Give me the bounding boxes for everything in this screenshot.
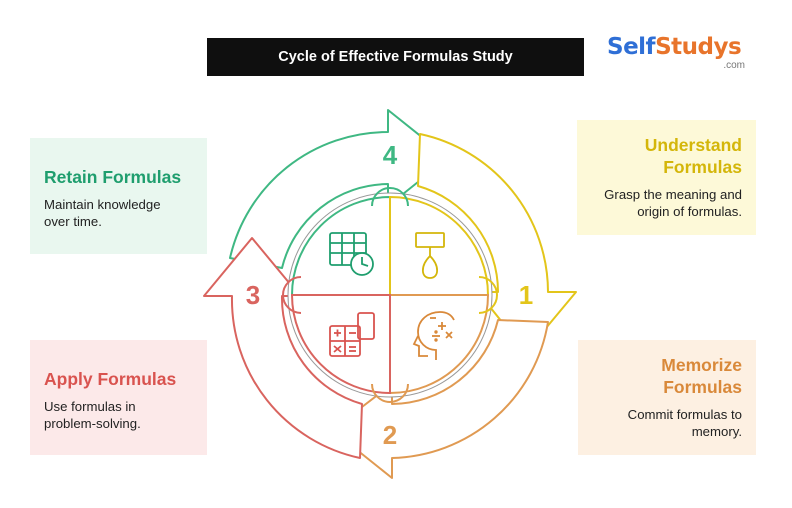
notch-top — [371, 187, 409, 207]
calculator-icon — [329, 312, 375, 357]
notch-left — [282, 276, 302, 314]
apply-text-line1: Use formulas in — [44, 399, 136, 414]
step-number-2: 2 — [383, 420, 397, 450]
selfstudys-logo: SelfStudys .com — [607, 33, 747, 77]
logo-domain-text: .com — [723, 60, 745, 71]
step-number-1: 1 — [519, 280, 533, 310]
step-number-3: 3 — [246, 280, 260, 310]
retain-text-line1: Maintain knowledge — [44, 197, 161, 212]
apply-formulas-card: Apply Formulas Use formulas in problem-s… — [30, 340, 207, 455]
arrow-step-1 — [417, 133, 577, 353]
spreadsheet-clock-icon — [329, 232, 374, 276]
understand-title-line2: Formulas — [663, 157, 742, 177]
retain-formulas-card: Retain Formulas Maintain knowledge over … — [30, 138, 207, 254]
page-title: Cycle of Effective Formulas Study — [207, 38, 584, 76]
memorize-title: Memorize Formulas — [592, 354, 742, 398]
quadrant-apply — [290, 294, 391, 395]
quadrant-understand — [389, 195, 490, 296]
arrow-step-4 — [229, 109, 449, 269]
retain-text-line2: over time. — [44, 214, 102, 229]
logo-self-text: Self — [607, 34, 656, 60]
logo-studys-text: Studys — [655, 34, 742, 60]
notch-bottom — [371, 383, 409, 403]
retain-description: Maintain knowledge over time. — [44, 196, 193, 230]
apply-title: Apply Formulas — [44, 369, 177, 389]
step-number-4: 4 — [383, 140, 398, 170]
understand-formulas-card: Understand Formulas Grasp the meaning an… — [577, 120, 756, 235]
understand-text-line1: Grasp the meaning and — [604, 187, 742, 202]
understand-description: Grasp the meaning and origin of formulas… — [591, 186, 742, 220]
understand-text-line2: origin of formulas. — [637, 204, 742, 219]
retain-title: Retain Formulas — [44, 167, 182, 187]
memorize-title-line2: Formulas — [663, 377, 742, 397]
head-math-icon — [412, 311, 455, 360]
lamp-icon — [415, 232, 445, 279]
memorize-text-line2: memory. — [691, 424, 742, 439]
understand-title-line1: Understand — [644, 135, 742, 155]
notch-right — [478, 276, 498, 314]
memorize-text-line1: Commit formulas to — [627, 407, 742, 422]
arrow-step-3 — [203, 237, 363, 459]
apply-description: Use formulas in problem-solving. — [44, 398, 193, 432]
memorize-title-line1: Memorize — [661, 355, 742, 375]
apply-text-line2: problem-solving. — [44, 416, 141, 431]
quadrant-memorize — [389, 294, 490, 395]
memorize-formulas-card: Memorize Formulas Commit formulas to mem… — [578, 340, 756, 455]
understand-title: Understand Formulas — [591, 134, 742, 178]
arrow-step-2 — [331, 319, 549, 479]
memorize-description: Commit formulas to memory. — [592, 406, 742, 440]
